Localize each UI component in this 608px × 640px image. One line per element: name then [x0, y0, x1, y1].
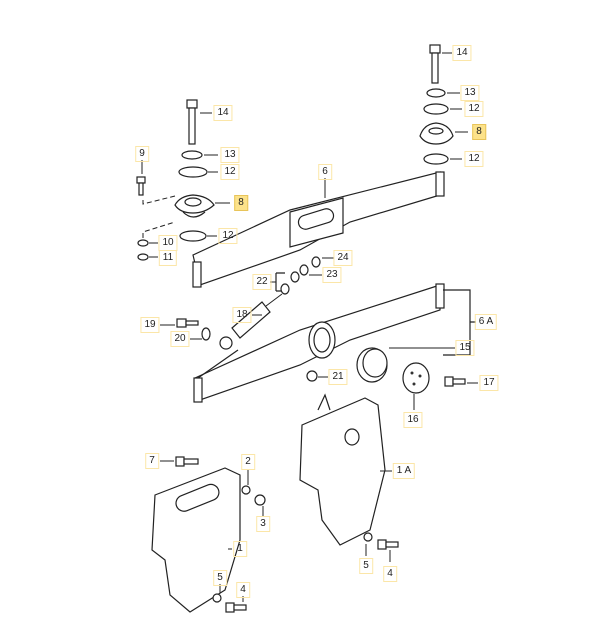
callout-6a[interactable]: 6 A [474, 314, 498, 330]
crossmember-6 [192, 171, 445, 288]
callout-1[interactable]: 1 [233, 541, 247, 557]
callout-14[interactable]: 14 [452, 45, 472, 61]
callout-17[interactable]: 17 [479, 375, 499, 391]
callout-18[interactable]: 18 [232, 307, 252, 323]
callout-4[interactable]: 4 [236, 582, 250, 598]
callout-23[interactable]: 23 [322, 267, 342, 283]
callout-6[interactable]: 6 [318, 164, 332, 180]
callout-8-highlighted[interactable]: 8 [472, 124, 486, 140]
bracket-1a [299, 393, 392, 546]
callout-22[interactable]: 22 [252, 274, 272, 290]
callout-5[interactable]: 5 [359, 558, 373, 574]
callout-2[interactable]: 2 [241, 454, 255, 470]
callout-24[interactable]: 24 [333, 250, 353, 266]
callout-14[interactable]: 14 [213, 105, 233, 121]
callout-8-highlighted[interactable]: 8 [234, 195, 248, 211]
callout-20[interactable]: 20 [170, 331, 190, 347]
callout-4[interactable]: 4 [383, 566, 397, 582]
transmission-carrier-6a [193, 283, 476, 403]
callout-3[interactable]: 3 [256, 516, 270, 532]
callout-13[interactable]: 13 [220, 147, 240, 163]
callout-16[interactable]: 16 [403, 412, 423, 428]
disc-16 [402, 362, 430, 410]
callout-13[interactable]: 13 [460, 85, 480, 101]
bolt-14-left [186, 99, 212, 145]
mount-8-left [174, 194, 230, 218]
pulley-15 [356, 347, 455, 383]
callout-21[interactable]: 21 [328, 369, 348, 385]
callout-10[interactable]: 10 [158, 235, 178, 251]
callout-19[interactable]: 19 [140, 317, 160, 333]
callout-5[interactable]: 5 [213, 570, 227, 586]
callout-12[interactable]: 12 [464, 101, 484, 117]
callout-11[interactable]: 11 [158, 250, 178, 266]
callout-15[interactable]: 15 [455, 340, 475, 356]
bracket-1 [151, 467, 241, 613]
callout-12[interactable]: 12 [218, 228, 238, 244]
callout-7[interactable]: 7 [145, 453, 159, 469]
callout-12[interactable]: 12 [464, 151, 484, 167]
callout-12[interactable]: 12 [220, 164, 240, 180]
callout-1a[interactable]: 1 A [392, 463, 416, 479]
callout-9[interactable]: 9 [135, 146, 149, 162]
